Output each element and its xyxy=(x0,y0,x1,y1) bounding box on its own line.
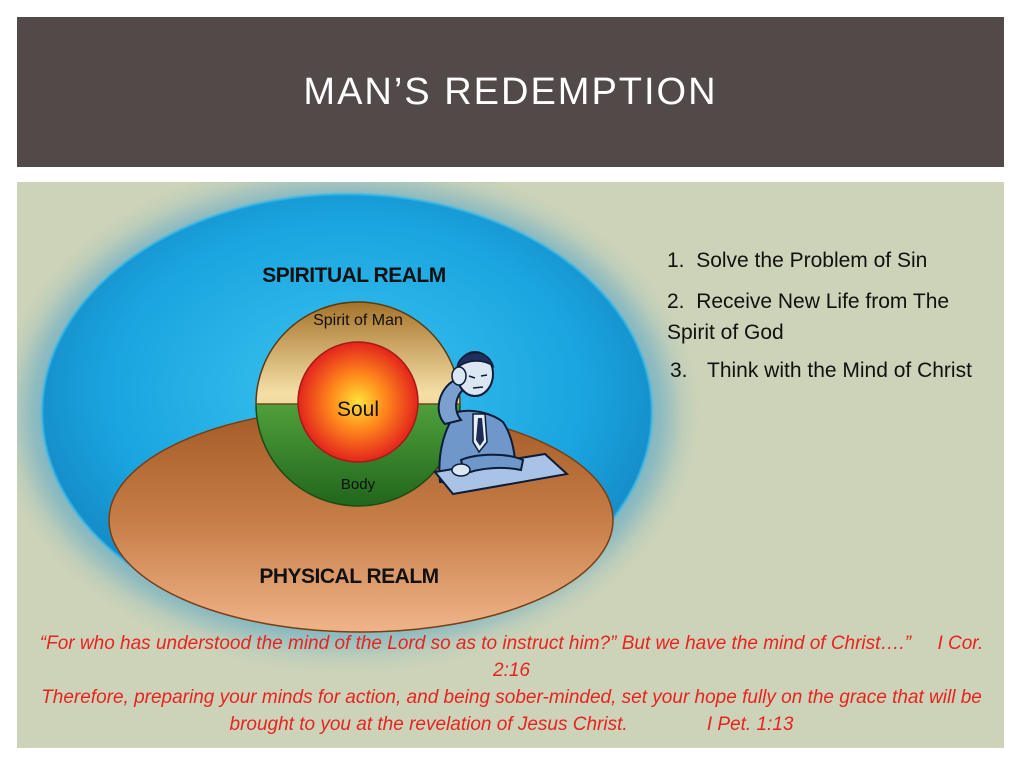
point-number: 1. xyxy=(667,249,685,272)
man-thinking-icon xyxy=(433,351,570,496)
title-bar: MAN’S REDEMPTION xyxy=(17,17,1004,167)
point-number: 3. xyxy=(670,359,688,382)
point-text: Think with the Mind of Christ xyxy=(707,359,972,382)
spiritual-realm-label: SPIRITUAL REALM xyxy=(262,264,446,287)
scripture-quotes: “For who has understood the mind of the … xyxy=(39,630,984,738)
quote-text: Therefore, preparing your minds for acti… xyxy=(41,687,982,735)
person-circle xyxy=(255,301,461,507)
point-text: Solve the Problem of Sin xyxy=(696,249,928,272)
content-area: SPIRITUAL REALM PHYSICAL REALM Spirit of… xyxy=(17,182,1004,748)
point-text: Receive New Life from The Spirit of God xyxy=(667,290,950,344)
soul-label: Soul xyxy=(336,398,380,421)
quote-reference: I Pet. 1:13 xyxy=(706,714,794,735)
quote-corinthians: “For who has understood the mind of the … xyxy=(39,630,984,684)
point-number: 2. xyxy=(667,290,685,313)
point-solve-sin: 1. Solve the Problem of Sin xyxy=(667,245,987,276)
realm-diagram xyxy=(22,182,672,646)
body-label: Body xyxy=(340,476,376,493)
quote-reference: I Cor. 2:16 xyxy=(493,633,984,681)
quote-peter: Therefore, preparing your minds for acti… xyxy=(39,684,984,738)
spirit-of-man-label: Spirit of Man xyxy=(313,312,403,329)
physical-realm-label: PHYSICAL REALM xyxy=(259,565,439,588)
quote-text: “For who has understood the mind of the … xyxy=(39,633,912,654)
soul-circle xyxy=(297,341,419,463)
point-new-life: 2. Receive New Life from The Spirit of G… xyxy=(667,286,987,348)
slide-title: MAN’S REDEMPTION xyxy=(303,70,718,113)
